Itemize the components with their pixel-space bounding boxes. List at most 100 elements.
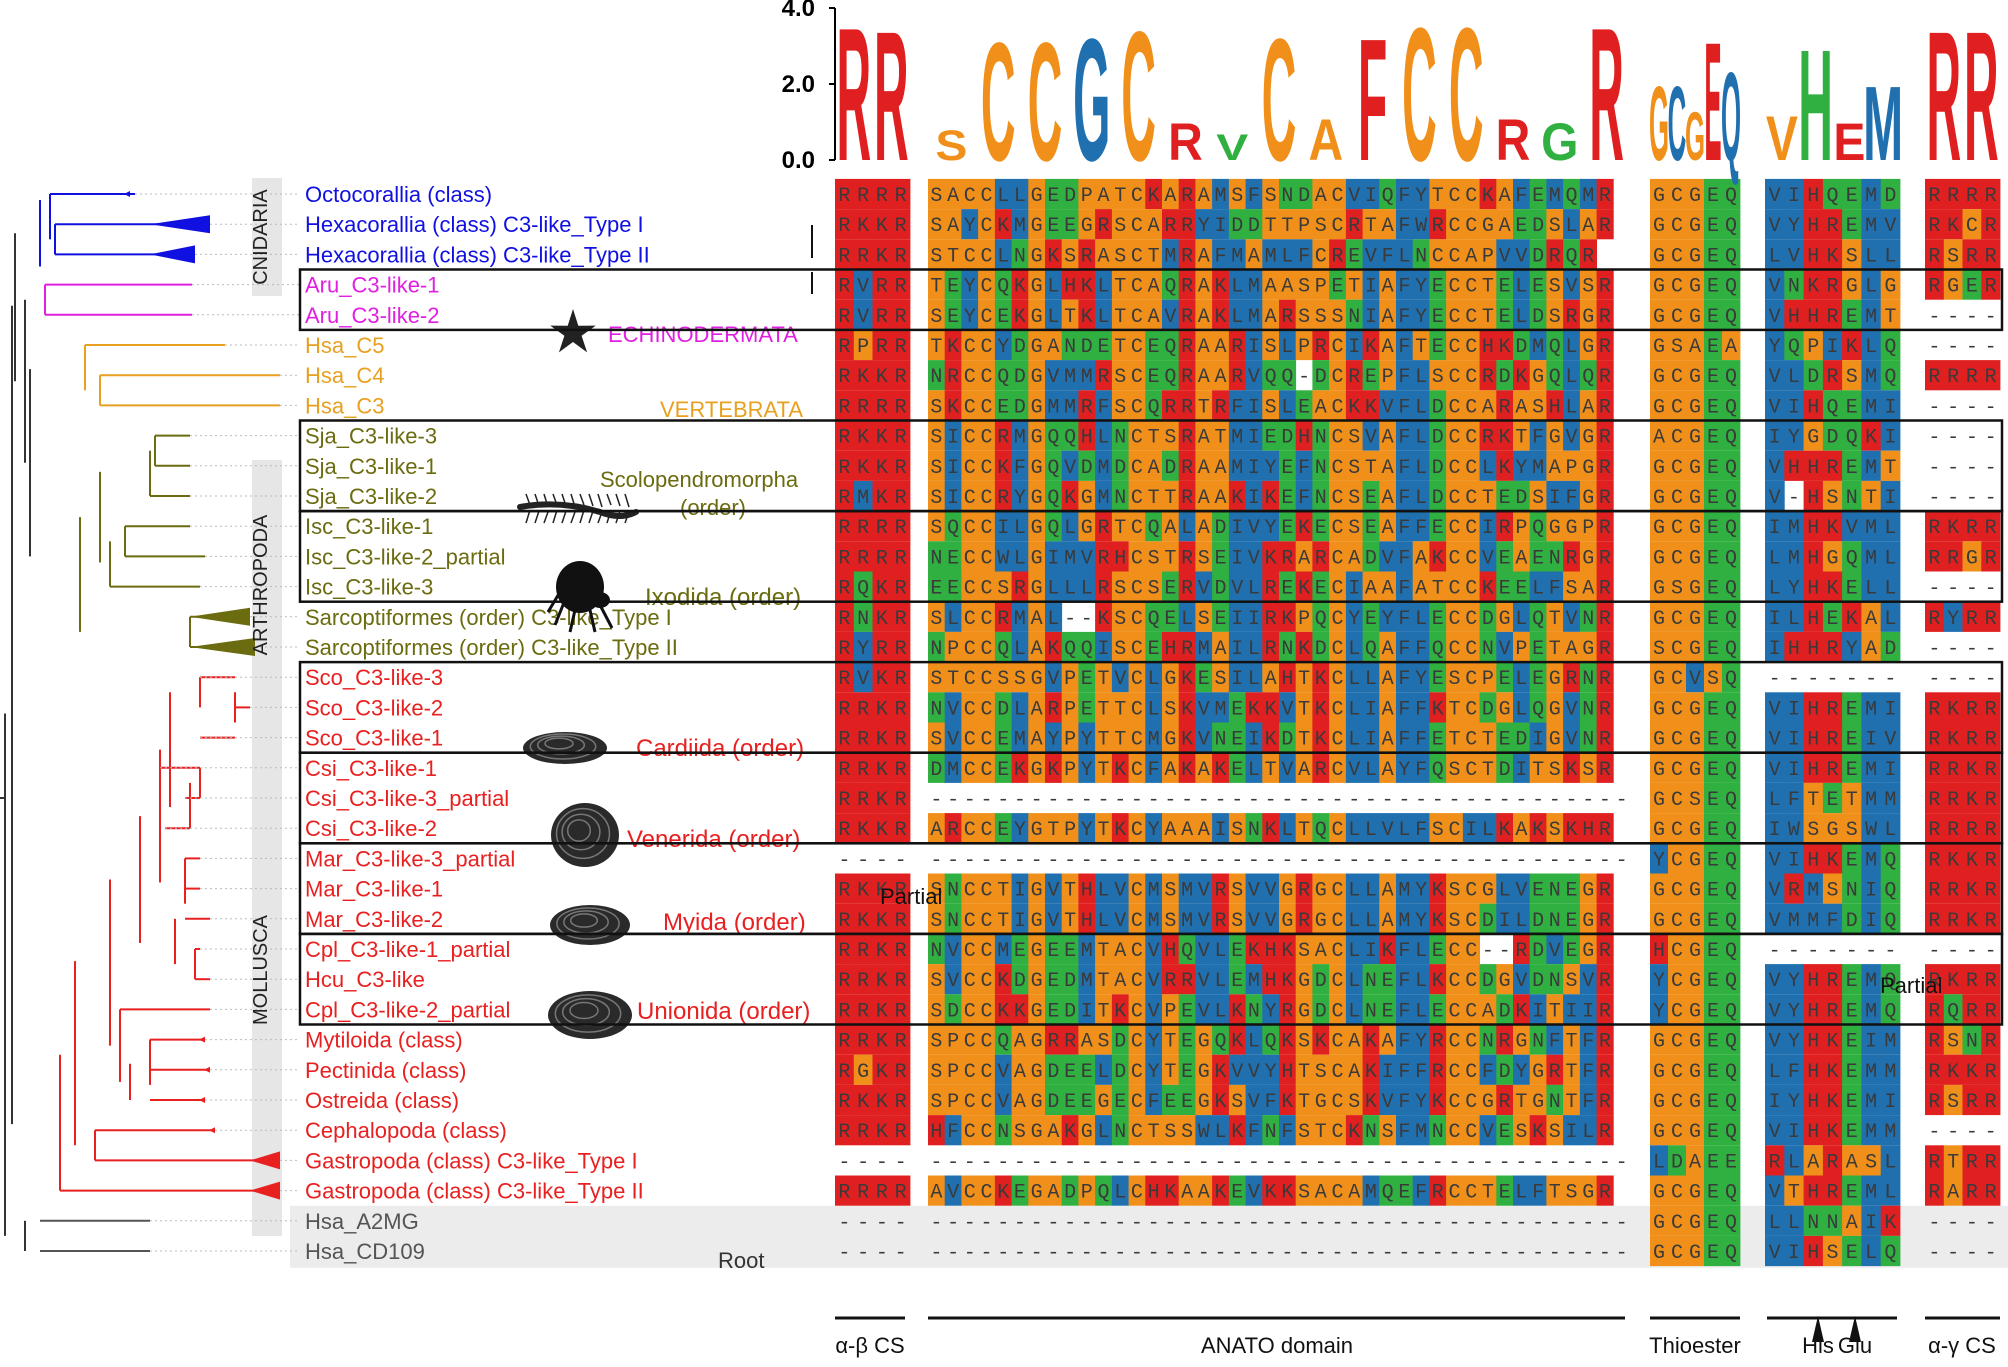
residue-letter: F — [1398, 487, 1410, 510]
residue-letter: T — [1097, 759, 1109, 782]
residue-letter: R — [838, 578, 850, 601]
residue-letter: - — [1198, 1151, 1210, 1174]
residue-letter: T — [1549, 608, 1561, 631]
residue-letter: T — [1365, 457, 1377, 480]
residue-letter: I — [1788, 396, 1800, 419]
residue-letter: Q — [1725, 729, 1737, 752]
residue-letter: R — [1432, 215, 1444, 238]
group-label: ECHINODERMATA — [608, 322, 798, 347]
residue-letter: N — [1807, 1212, 1819, 1235]
residue-letter: P — [1064, 668, 1076, 691]
residue-letter: R — [1985, 729, 1997, 752]
residue-letter: A — [1198, 1182, 1210, 1205]
residue-cell — [1429, 269, 1447, 300]
residue-cell — [1128, 390, 1146, 421]
residue-letter: A — [1499, 215, 1511, 238]
residue-cell — [1295, 420, 1313, 451]
residue-letter: A — [1315, 1182, 1327, 1205]
residue-letter: M — [1865, 1182, 1877, 1205]
residue-letter: M — [1081, 940, 1093, 963]
residue-cell — [1396, 299, 1414, 330]
residue-cell — [1011, 299, 1029, 330]
residue-letter: M — [1865, 1000, 1877, 1023]
residue-cell — [1279, 269, 1297, 300]
residue-letter: A — [1382, 427, 1394, 450]
residue-letter: A — [1865, 608, 1877, 631]
residue-letter: V — [947, 970, 959, 993]
residue-letter: V — [1515, 245, 1527, 268]
residue-letter: N — [1064, 336, 1076, 359]
residue-cell — [1329, 269, 1347, 300]
residue-cell — [994, 299, 1012, 330]
residue-cell — [1722, 299, 1741, 330]
taxon-label: Aru_C3-like-2 — [305, 303, 440, 328]
residue-letter: R — [857, 245, 869, 268]
residue-letter: T — [1947, 1151, 1959, 1174]
residue-letter: C — [1331, 547, 1343, 570]
residue-letter: - — [980, 789, 992, 812]
residue-letter: G — [1689, 1212, 1701, 1235]
residue-letter: V — [1047, 910, 1059, 933]
residue-letter: H — [1148, 1182, 1160, 1205]
residue-letter: C — [1331, 1182, 1343, 1205]
residue-letter: - — [980, 849, 992, 872]
residue-letter: A — [1653, 427, 1665, 450]
residue-cell — [1178, 329, 1196, 361]
residue-cell — [1111, 360, 1129, 391]
residue-cell — [1078, 450, 1096, 481]
residue-letter: L — [1865, 578, 1877, 601]
residue-cell — [1178, 390, 1196, 421]
residue-letter: F — [1398, 1000, 1410, 1023]
residue-cell — [1596, 178, 1614, 210]
residue-letter: Q — [1565, 245, 1577, 268]
residue-cell — [1842, 209, 1862, 240]
residue-letter: C — [1448, 940, 1460, 963]
residue-letter: F — [1582, 1061, 1594, 1084]
residue-letter: R — [1985, 1000, 1997, 1023]
residue-letter: - — [1114, 789, 1126, 812]
residue-letter: R — [1549, 245, 1561, 268]
residue-letter: G — [1689, 940, 1701, 963]
residue-letter: C — [1448, 1182, 1460, 1205]
residue-letter: C — [1671, 306, 1683, 329]
residue-letter: L — [1248, 668, 1260, 691]
residue-letter: T — [1114, 306, 1126, 329]
residue-letter: L — [1769, 1061, 1781, 1084]
residue-cell — [978, 450, 996, 481]
residue-letter: Q — [1725, 517, 1737, 540]
residue-letter: M — [1415, 1121, 1427, 1144]
residue-letter: Q — [1432, 638, 1444, 661]
residue-letter: F — [1148, 759, 1160, 782]
residue-cell — [891, 178, 911, 210]
residue-letter: G — [1532, 366, 1544, 389]
residue-letter: A — [1515, 547, 1527, 570]
residue-letter: Q — [1725, 578, 1737, 601]
residue-letter: S — [1231, 910, 1243, 933]
residue-letter: C — [980, 668, 992, 691]
taxon-label: Hsa_A2MG — [305, 1209, 419, 1234]
residue-cell — [1722, 329, 1741, 361]
residue-letter: R — [895, 1031, 907, 1054]
residue-cell — [994, 360, 1012, 391]
residue-letter: E — [1532, 547, 1544, 570]
residue-cell — [1842, 269, 1862, 300]
residue-letter: - — [1788, 487, 1800, 510]
residue-letter: - — [1499, 940, 1511, 963]
residue-letter: - — [1382, 1151, 1394, 1174]
residue-cell — [1362, 329, 1380, 361]
residue-letter: A — [1348, 1061, 1360, 1084]
residue-cell — [1429, 209, 1447, 240]
residue-cell — [1479, 299, 1497, 330]
residue-cell — [1379, 239, 1397, 270]
residue-cell — [1011, 209, 1029, 240]
residue-cell — [891, 269, 911, 300]
residue-letter: A — [1298, 759, 1310, 782]
residue-letter: E — [1231, 759, 1243, 782]
residue-letter: L — [1884, 547, 1896, 570]
residue-cell — [1563, 390, 1581, 421]
residue-letter: E — [1707, 306, 1719, 329]
residue-letter: H — [1807, 849, 1819, 872]
residue-letter: - — [1565, 1242, 1577, 1265]
residue-letter: R — [1549, 1061, 1561, 1084]
residue-letter: K — [1231, 1121, 1243, 1144]
